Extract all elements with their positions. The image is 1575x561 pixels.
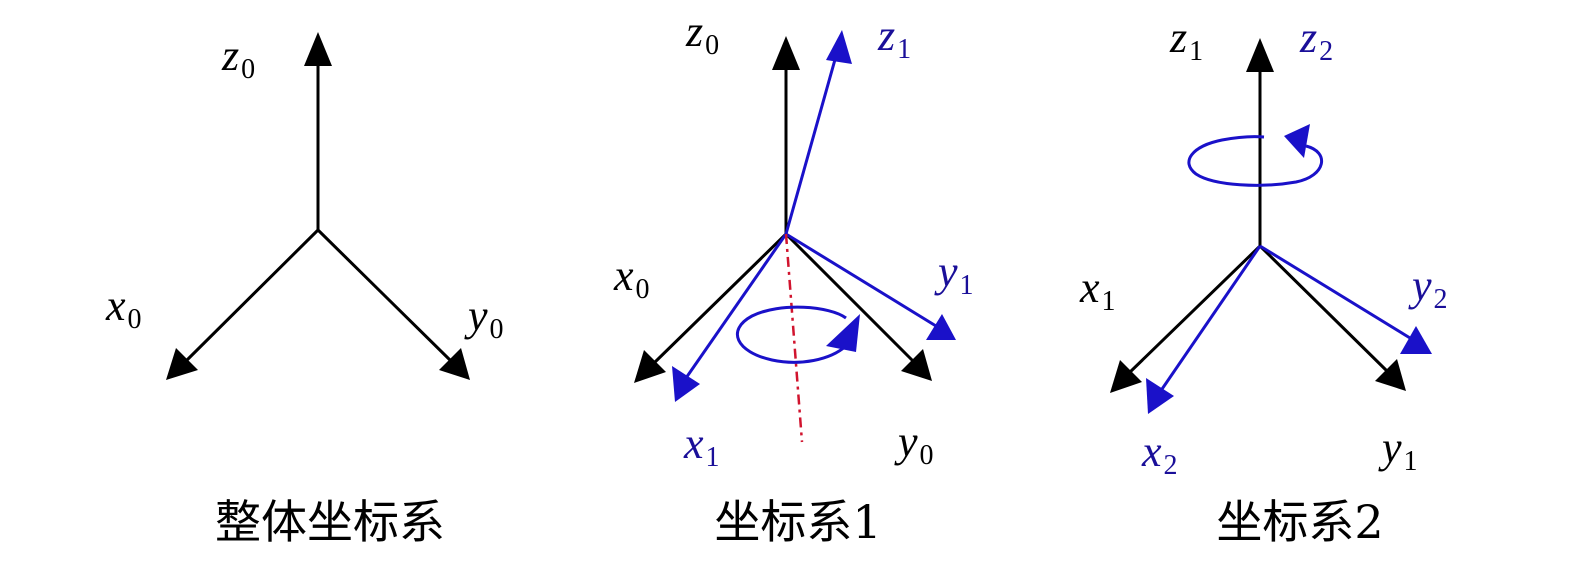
label-z0: z0	[221, 31, 255, 85]
label-x1: x1	[1079, 263, 1116, 317]
label-y1: y1	[1378, 423, 1418, 477]
rotation-arrow-icon	[1284, 124, 1310, 158]
x0-axis	[183, 228, 320, 364]
caption-global: 整体坐标系	[215, 495, 445, 549]
label-z0: z0	[685, 7, 719, 61]
label-x1: x1	[683, 419, 720, 473]
label-y0: y0	[894, 417, 934, 471]
z1-arrowhead	[826, 30, 852, 64]
label-x0: x0	[613, 251, 650, 305]
label-y1: y1	[934, 247, 974, 301]
x2-arrowhead	[1146, 378, 1174, 414]
rotation-arrow-icon	[826, 314, 860, 352]
label-y2: y2	[1408, 261, 1448, 315]
label-z2: z2	[1299, 13, 1333, 67]
x0-axis	[651, 232, 788, 366]
caption-frame-2: 坐标系2	[1216, 495, 1383, 549]
caption-frame-1: 坐标系1	[714, 495, 881, 549]
x1-axis	[684, 233, 788, 379]
panel-global: z0 x0 y0 整体坐标系	[105, 31, 504, 549]
label-z1: z1	[1169, 13, 1203, 67]
z0-arrowhead	[304, 32, 332, 66]
y0-arrowhead	[439, 348, 470, 380]
rotation-axis-dashed	[784, 233, 804, 443]
z1-arrowhead	[1246, 38, 1274, 72]
rotation-arc	[1187, 135, 1324, 187]
panel-frame-2: z1 z2 x1 y2 x2 y1 坐标系2	[1079, 13, 1448, 549]
label-x2: x2	[1141, 427, 1178, 481]
y1-arrowhead	[1375, 359, 1406, 391]
x2-axis	[1158, 245, 1262, 393]
x1-axis	[1126, 244, 1262, 376]
z0-arrowhead	[772, 36, 800, 70]
x0-arrowhead	[166, 348, 198, 380]
y2-axis	[1259, 244, 1411, 340]
y0-axis	[316, 228, 454, 364]
label-z1: z1	[877, 11, 911, 65]
y1-axis	[785, 232, 937, 328]
y0-axis	[784, 232, 916, 364]
panel-frame-1: z0 z1 x0 y1 x1 y0 坐标系1	[613, 7, 974, 549]
x1-arrowhead	[1110, 360, 1142, 393]
x1-arrowhead	[672, 366, 700, 402]
rotation-arc	[735, 305, 847, 364]
label-y0: y0	[464, 291, 504, 345]
y2-arrowhead	[1400, 326, 1432, 354]
y1-axis	[1258, 244, 1390, 374]
label-x0: x0	[105, 281, 142, 335]
y0-arrowhead	[901, 349, 932, 381]
z1-axis	[784, 55, 838, 235]
x0-arrowhead	[634, 350, 666, 383]
y1-arrowhead	[926, 314, 956, 340]
